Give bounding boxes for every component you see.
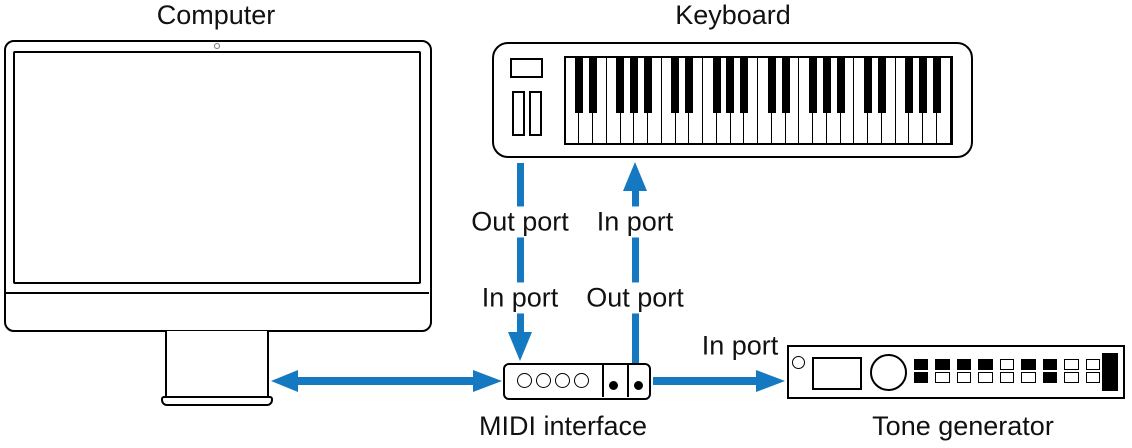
midi-port-circle [574, 372, 589, 388]
tone-display [811, 356, 862, 390]
tone-button-empty [1085, 358, 1100, 370]
tone-button-filled [1042, 358, 1057, 370]
tone-button-empty [935, 372, 950, 383]
interface-arrowhead-icon [473, 369, 502, 392]
tone-button-empty [999, 358, 1014, 370]
midi-indicator-dot [609, 381, 618, 390]
tone-side-bar [1101, 352, 1118, 391]
black-key [671, 57, 680, 113]
tone-button-grid [913, 358, 1100, 383]
midi-port-circles [517, 372, 589, 388]
midi-interface-illustration [503, 363, 651, 400]
computer-stand [165, 331, 269, 398]
black-key [589, 57, 597, 113]
tone-button-empty [1085, 372, 1100, 383]
computer-illustration [4, 40, 432, 332]
tone-generator-label: Tone generator [872, 411, 1054, 441]
interface-out-port-label: Out port [582, 282, 688, 314]
tone-in-port-label: In port [697, 330, 783, 362]
tone-button-empty [1064, 358, 1079, 370]
black-key [685, 57, 694, 113]
keyboard-title: Keyboard [675, 0, 791, 30]
tone-arrowhead-icon [756, 369, 785, 392]
interface-in-port-label: In port [477, 282, 563, 314]
keyboard-out-port-label: Out port [467, 206, 573, 238]
black-key [616, 57, 625, 113]
keyboard-out-arrow-line [516, 163, 524, 332]
keyboard-in-arrow-line [631, 191, 639, 363]
computer-interface-arrow-shaft [294, 376, 478, 386]
computer-chin-divider [6, 291, 429, 294]
black-key [905, 57, 914, 113]
keyboard-in-port-label: In port [592, 206, 678, 238]
tone-button-filled [1021, 358, 1036, 370]
black-key [726, 57, 735, 113]
black-key [630, 57, 639, 113]
black-key [877, 57, 886, 113]
piano-keys [563, 55, 953, 145]
tone-button-filled [956, 358, 971, 370]
keyboard-in-arrowhead-icon [623, 162, 647, 191]
tone-button-empty [1064, 372, 1079, 383]
midi-divider [626, 365, 629, 397]
tone-button-filled [913, 372, 928, 383]
black-key [808, 57, 817, 113]
midi-port-circle [536, 372, 551, 388]
tone-button-filled [935, 358, 950, 370]
midi-divider [601, 365, 604, 397]
tone-generator-illustration [787, 345, 1125, 399]
black-key [781, 57, 790, 113]
tone-button-empty [956, 372, 971, 383]
tone-button-empty [978, 372, 993, 383]
midi-port-circle [555, 372, 570, 388]
tone-button-filled [1042, 372, 1057, 383]
keyboard-out-arrowhead-icon [508, 332, 532, 361]
midi-port-circle [517, 372, 532, 388]
computer-title: Computer [156, 0, 276, 30]
black-key [712, 57, 721, 113]
tone-arrow-shaft [653, 376, 757, 386]
camera-dot-icon [213, 42, 220, 49]
keyboard-display [509, 57, 543, 78]
black-key [644, 57, 652, 113]
black-key [767, 57, 776, 113]
midi-interface-label: MIDI interface [478, 411, 648, 441]
black-key [836, 57, 845, 113]
tone-button-filled [978, 358, 993, 370]
computer-stand-base [161, 396, 273, 406]
tone-button-empty [999, 372, 1014, 383]
midi-indicator-dot [634, 381, 643, 390]
computer-arrowhead-icon [271, 369, 298, 392]
black-key [575, 57, 584, 113]
keyboard-illustration [492, 42, 973, 158]
power-button-icon [792, 356, 805, 369]
black-key [740, 57, 749, 113]
computer-screen [12, 50, 421, 284]
black-key [918, 57, 927, 113]
black-key [932, 57, 941, 113]
mod-wheel [528, 90, 542, 136]
black-key [822, 57, 831, 113]
tone-button-filled [913, 358, 928, 370]
tone-knob [870, 354, 907, 391]
pitch-wheel [511, 90, 525, 136]
black-key [863, 57, 872, 113]
tone-button-empty [1021, 372, 1036, 383]
